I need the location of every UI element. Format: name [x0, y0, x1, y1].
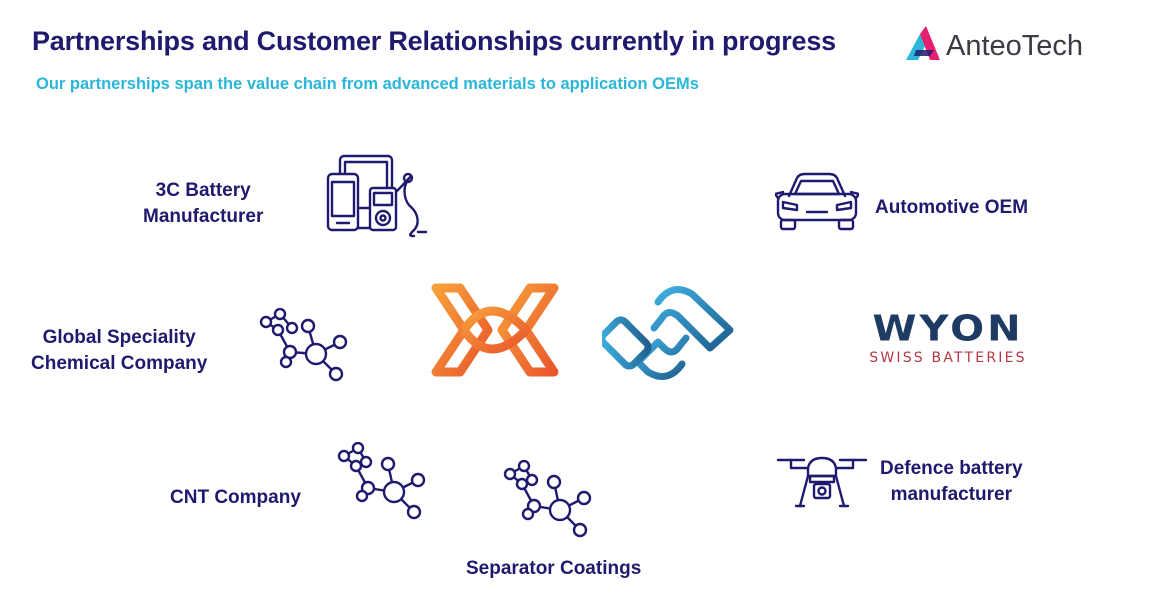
- molecule-icon: [337, 442, 426, 520]
- brand-name: AnteoTech: [946, 30, 1084, 62]
- label-automotive-oem: Automotive OEM: [875, 197, 1029, 218]
- label-chemical-company: Global Speciality Chemical Company: [31, 325, 207, 377]
- wyon-logo-name: WYON: [872, 308, 1024, 350]
- partner-x-logo-icon: [431, 283, 559, 377]
- label-3c-line2: Manufacturer: [143, 206, 264, 227]
- molecule-icon: [259, 308, 348, 382]
- label-chemical-line2: Chemical Company: [31, 353, 208, 374]
- label-cnt-company: CNT Company: [170, 487, 301, 508]
- wyon-logo-tagline: SWISS BATTERIES: [869, 350, 1027, 366]
- label-3c-line1: 3C Battery: [155, 180, 251, 201]
- molecule-icon: [503, 460, 592, 538]
- label-defence-battery: Defence battery manufacturer: [880, 456, 1023, 508]
- label-chemical-line1: Global Speciality: [42, 327, 196, 348]
- label-separator-coatings: Separator Coatings: [466, 558, 642, 579]
- anteotech-logo-icon: [906, 26, 940, 60]
- drone-icon: [776, 456, 868, 508]
- page-subtitle: Our partnerships span the value chain fr…: [36, 75, 699, 93]
- partner-s-logo-icon: [602, 286, 734, 380]
- page-title: Partnerships and Customer Relationships …: [32, 26, 836, 56]
- devices-icon: [326, 154, 428, 238]
- label-defence-line1: Defence battery: [880, 458, 1023, 479]
- label-defence-line2: manufacturer: [890, 484, 1012, 505]
- wyon-logo: WYON SWISS BATTERIES: [858, 309, 1038, 365]
- car-icon: [775, 172, 859, 231]
- label-3c-battery: 3C Battery Manufacturer: [143, 178, 263, 230]
